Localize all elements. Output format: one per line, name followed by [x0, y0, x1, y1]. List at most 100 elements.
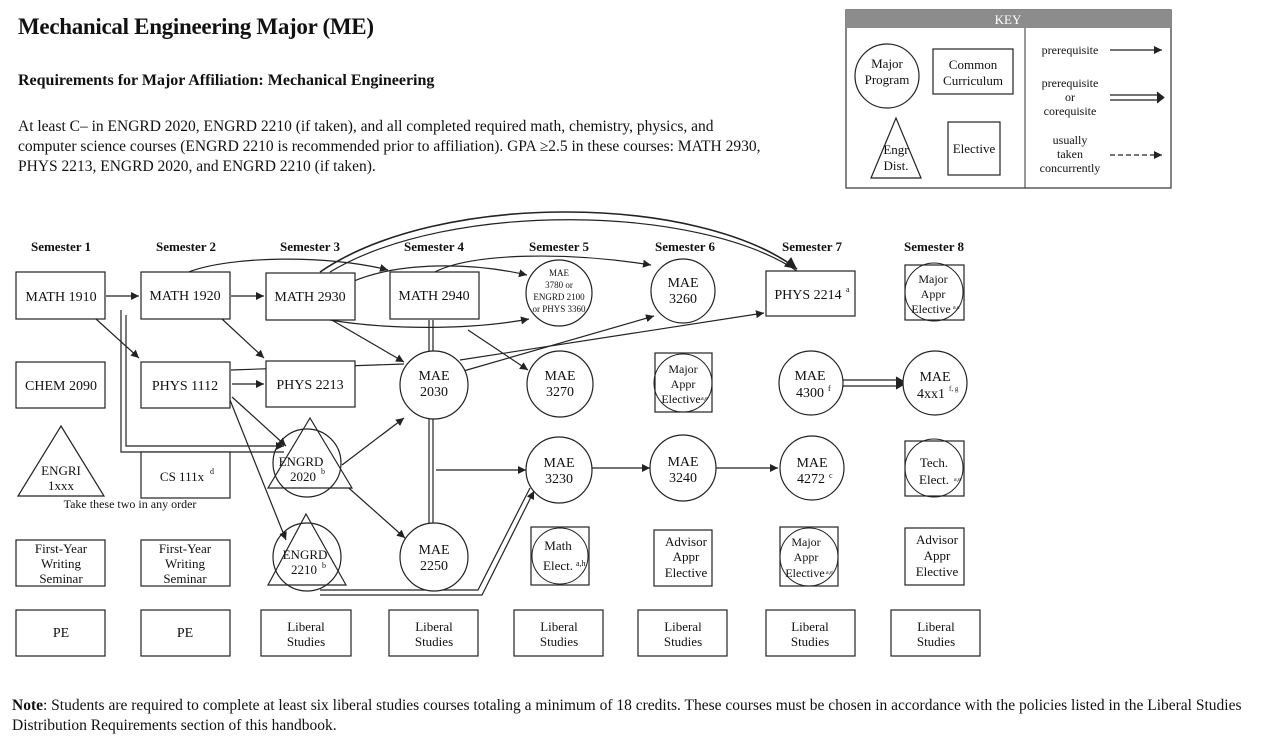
- order-note: Take these two in any order: [64, 497, 197, 511]
- course-mae3780: [525, 259, 593, 327]
- major-appr-6-sup: a,e: [701, 396, 708, 402]
- major-appr-7-sup: a,e: [826, 570, 833, 576]
- ls4-l1: Liberal: [415, 619, 453, 634]
- key-common-l2: Curriculum: [943, 73, 1003, 88]
- ls8-l1: Liberal: [917, 619, 955, 634]
- course-math-elect: [530, 526, 590, 586]
- mae4xx1-l2: 4xx1: [917, 387, 945, 402]
- engrd2020-sup: b: [321, 467, 325, 476]
- ls5-l1: Liberal: [540, 619, 578, 634]
- course-mae4xx1: [902, 350, 968, 416]
- cs111x-label: CS 111x: [160, 469, 205, 484]
- semester-4-header: Semester 4: [404, 239, 465, 254]
- ls3-l2: Studies: [287, 634, 325, 649]
- key-prereq-coreq-l1: prerequisite: [1042, 76, 1099, 90]
- mae2030-l2: 2030: [420, 385, 448, 400]
- course-phys1112: [140, 361, 231, 409]
- key-title: KEY: [995, 12, 1022, 27]
- major-appr-8-l1: Major: [918, 272, 947, 286]
- page-subtitle: Requirements for Major Affiliation: Mech…: [18, 72, 435, 89]
- major-appr-8-l3: Elective: [911, 302, 950, 316]
- engrd2210-l2: 2210: [291, 562, 317, 577]
- tech-elect-sup: a,e: [954, 477, 961, 483]
- semester-8-header: Semester 8: [904, 239, 965, 254]
- mae4xx1-l1: MAE: [919, 370, 950, 385]
- phys2214-sup: a: [846, 285, 850, 294]
- key-engr-l2: Dist.: [884, 158, 909, 173]
- major-appr-6-l3: Elective: [661, 392, 700, 406]
- major-appr-7-l2: Appr: [794, 550, 819, 564]
- ls6-l1: Liberal: [664, 619, 702, 634]
- major-appr-8-l2: Appr: [921, 287, 946, 301]
- course-math2940: [389, 271, 480, 320]
- mae2250-l2: 2250: [420, 559, 448, 574]
- ls4-l2: Studies: [415, 634, 453, 649]
- math2930-label: MATH 2930: [274, 290, 345, 305]
- math-elect-l2: Elect.: [543, 558, 573, 573]
- requirements-line-2: computer science courses (ENGRD 2210 is …: [18, 138, 761, 155]
- course-advisor-6: [653, 529, 713, 587]
- phys2214-label: PHYS 2214: [774, 288, 841, 303]
- course-pe-2: [140, 609, 231, 657]
- footnote: Note: Students are required to complete …: [12, 696, 1274, 736]
- advisor-8-l3: Elective: [916, 564, 959, 579]
- course-mae2030: [399, 350, 469, 420]
- prerequisite-arrows: [95, 211, 908, 596]
- pe2-label: PE: [177, 626, 193, 641]
- course-ls-6: [637, 609, 728, 657]
- course-engrd2020: [272, 428, 342, 498]
- major-appr-6-l1: Major: [668, 362, 697, 376]
- mae3240-l2: 3240: [669, 471, 697, 486]
- course-chem2090: [15, 361, 106, 409]
- course-advisor-8: [904, 527, 965, 586]
- math-elect-l1: Math: [544, 538, 572, 553]
- math1920-label: MATH 1920: [149, 289, 220, 304]
- key-prereq-coreq-l2: or: [1065, 90, 1075, 104]
- course-major-appr-8: [904, 264, 965, 321]
- course-fyws-2: [140, 539, 231, 587]
- ls6-l2: Studies: [664, 634, 702, 649]
- semester-5-header: Semester 5: [529, 239, 590, 254]
- course-ls-4: [388, 609, 479, 657]
- advisor-6-l3: Elective: [665, 565, 708, 580]
- note-label: Note: [12, 697, 43, 714]
- major-appr-8-sup: a,e: [953, 305, 960, 311]
- mae4300-sup: f: [828, 384, 831, 393]
- mae4272-sup: c: [829, 471, 833, 480]
- mae3230-l1: MAE: [543, 456, 574, 471]
- semester-2-header: Semester 2: [156, 239, 216, 254]
- key-engr-l1: Engr: [883, 142, 909, 157]
- mae4300-l2: 4300: [796, 386, 824, 401]
- major-appr-6-l2: Appr: [671, 377, 696, 391]
- math1910-label: MATH 1910: [25, 290, 96, 305]
- key-major-circle: [854, 43, 920, 109]
- fyws2-l3: Seminar: [163, 571, 207, 586]
- semester-7-header: Semester 7: [782, 239, 843, 254]
- key-major-l1: Major: [871, 56, 903, 71]
- ls5-l2: Studies: [540, 634, 578, 649]
- course-mae2250: [399, 522, 469, 592]
- engri-l1: ENGRI: [41, 463, 81, 478]
- tech-elect-l1: Tech.: [920, 455, 948, 470]
- mae4xx1-sup: f, g: [949, 385, 959, 393]
- key-major-l2: Program: [865, 72, 910, 87]
- ls7-l2: Studies: [791, 634, 829, 649]
- ls8-l2: Studies: [917, 634, 955, 649]
- mae3240-l1: MAE: [667, 455, 698, 470]
- requirements-line-1: At least C– in ENGRD 2020, ENGRD 2210 (i…: [18, 118, 714, 135]
- mae3260-l1: MAE: [667, 276, 698, 291]
- mae4272-l1: MAE: [796, 456, 827, 471]
- key-elective-box: [947, 121, 1001, 176]
- phys2213-label: PHYS 2213: [276, 378, 343, 393]
- requirements-line-3: PHYS 2213, ENGRD 2020, and ENGRD 2210 (i…: [18, 158, 376, 175]
- advisor-8-l1: Advisor: [916, 532, 959, 547]
- mae2250-l1: MAE: [418, 543, 449, 558]
- mae3780-l3: ENGRD 2100: [533, 292, 585, 302]
- key-engr-triangle: [870, 116, 922, 179]
- mae2030-l1: MAE: [418, 369, 449, 384]
- key-common-l1: Common: [949, 57, 998, 72]
- engrd2020-l2: 2020: [290, 469, 316, 484]
- math-elect-sup: a,h: [576, 559, 586, 568]
- mae3270-l2: 3270: [546, 385, 574, 400]
